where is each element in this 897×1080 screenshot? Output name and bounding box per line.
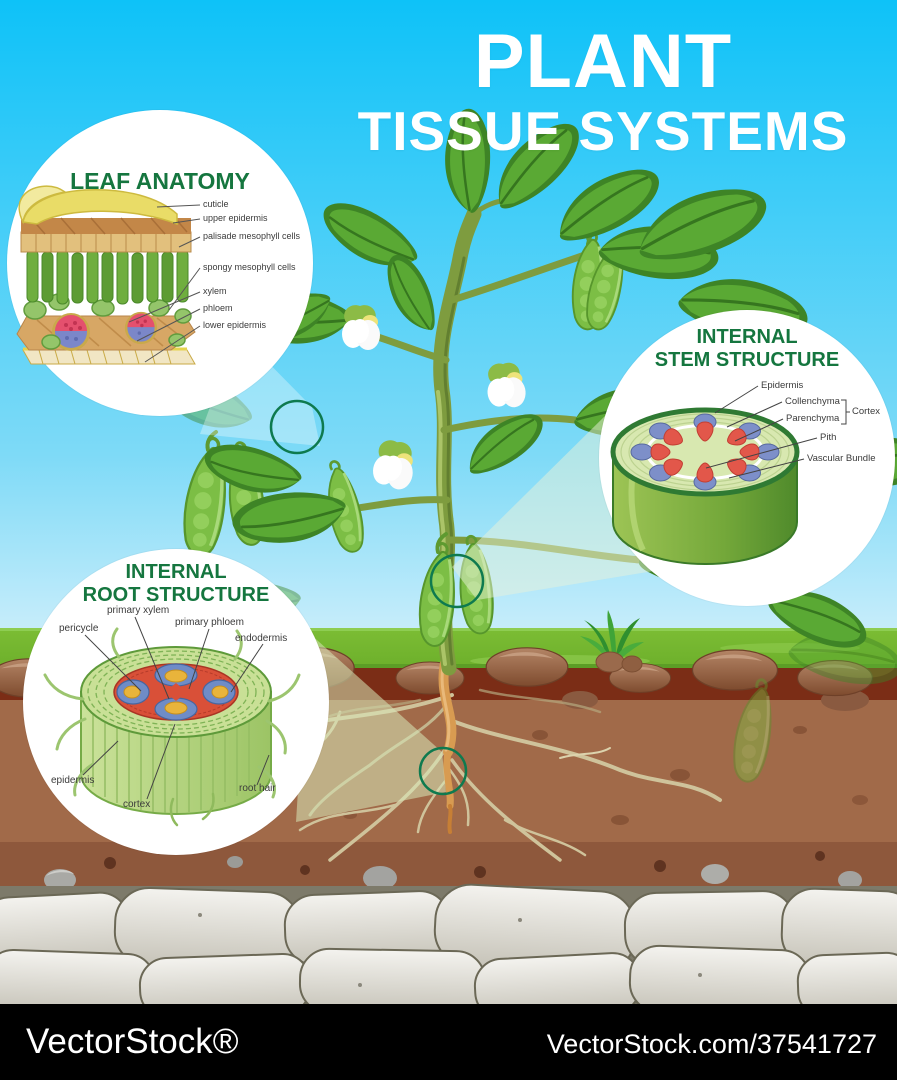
label-lower-epidermis: lower epidermis [203,320,267,330]
soil-pebbles [44,851,862,891]
label-root-cortex: cortex [123,799,151,810]
stem-structure-title: INTERNAL STEM STRUCTURE [599,326,895,372]
label-pericycle: pericycle [59,623,99,634]
label-collenchyma: Collenchyma [785,396,840,407]
leaf-anatomy-panel: LEAF ANATOMY cuticle upper epidermis pal… [7,110,313,416]
watermark-brand: VectorStock® [26,1022,239,1061]
label-parenchyma: Parenchyma [786,413,840,424]
leaf-leader-lines [128,204,201,363]
root-title-line2: ROOT STRUCTURE [82,584,270,606]
stem-leader-lines [705,385,850,479]
root-magnifier-ring [418,746,468,796]
label-primary-phloem: primary phloem [175,617,244,628]
xylem-wedges [650,421,760,483]
stem-title-line1: INTERNAL [696,326,798,348]
poster-title: PLANT TISSUE SYSTEMS [320,19,886,162]
root-xylem-centers [123,669,229,715]
label-cuticle: cuticle [203,199,229,209]
leaf-anatomy-art [16,185,201,365]
poster-title-line1: PLANT [473,19,733,104]
stem-magnifier-ring [429,553,485,609]
root-structure-panel: INTERNAL ROOT STRUCTURE primary xylem pe… [23,549,329,855]
label-primary-xylem: primary xylem [107,605,170,616]
cobblestone-layer [0,883,897,1020]
label-upper-epidermis: upper epidermis [203,213,268,223]
label-spongy-mesophyll: spongy mesophyll cells [203,262,296,272]
root-structure-art [43,616,301,827]
grass-tuft [580,610,644,673]
label-stem-epidermis: Epidermis [761,380,804,391]
stem-structure-panel: INTERNAL STEM STRUCTURE Epidermis Collen… [599,310,895,606]
magnifier-rings [269,399,485,796]
label-phloem: phloem [203,303,233,313]
label-root-hair: root hair [239,783,276,794]
stem-title-line2: STEM STRUCTURE [654,349,840,371]
root-cylinder [43,627,301,827]
leaf-anatomy-title: LEAF ANATOMY [70,168,250,194]
root-hairs [43,627,301,827]
root-leader-lines [82,616,270,800]
root-title-line1: INTERNAL [125,561,227,583]
label-pith: Pith [820,432,837,443]
label-cortex: Cortex [852,406,880,417]
label-vascular-bundle: Vascular Bundle [807,453,876,464]
label-palisade-mesophyll: palisade mesophyll cells [203,231,301,241]
stem-structure-art [610,385,850,565]
label-root-epidermis: epidermis [51,775,95,786]
poster-title-line2: TISSUE SYSTEMS [357,100,849,162]
stem-cylinder [610,407,800,565]
root-structure-title: INTERNAL ROOT STRUCTURE [23,561,329,607]
label-endodermis: endodermis [235,633,288,644]
watermark-bar [0,1004,897,1080]
leaf-magnifier-ring [269,399,325,455]
leaf-cross-section [16,185,196,365]
label-xylem: xylem [203,286,227,296]
watermark-url: VectorStock.com/37541727 [546,1029,877,1059]
